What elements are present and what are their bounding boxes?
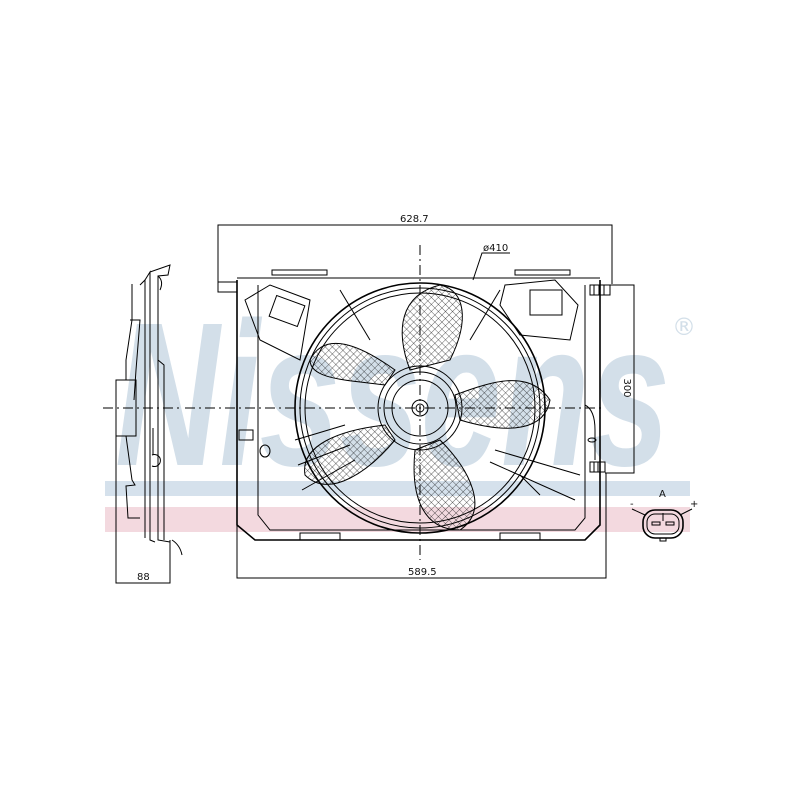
fan-blade bbox=[454, 380, 551, 429]
connector-minus: - bbox=[630, 499, 634, 510]
dimension-fan-diameter: ø410 bbox=[472, 243, 510, 281]
connector-label: A bbox=[659, 489, 666, 500]
dimension-side-depth: 88 bbox=[115, 380, 171, 584]
connector-plus: + bbox=[690, 499, 698, 510]
watermark-stripe-blue bbox=[105, 481, 690, 496]
watermark-stripe-red bbox=[105, 507, 690, 532]
fan-blade bbox=[309, 342, 396, 386]
fan-diameter-label: ø410 bbox=[483, 243, 508, 254]
dimension-side-depth-label: 88 bbox=[137, 572, 150, 583]
dimension-height: 300 bbox=[605, 284, 635, 474]
dimension-overall-width-label: 628.7 bbox=[400, 214, 429, 225]
dimension-bottom-width-label: 589.5 bbox=[408, 567, 437, 578]
watermark: Nissens ® bbox=[105, 280, 696, 532]
watermark-logo: Nissens bbox=[115, 280, 670, 509]
side-view bbox=[103, 264, 183, 556]
dimension-overall-width: 628.7 bbox=[217, 214, 613, 284]
fan-blade bbox=[401, 284, 463, 371]
fan-blade bbox=[413, 439, 476, 531]
dimension-height-label: 300 bbox=[621, 378, 632, 397]
fan bbox=[185, 245, 605, 560]
connector-detail: A - + bbox=[630, 489, 698, 542]
registered-mark: ® bbox=[672, 313, 696, 341]
fan-blade bbox=[304, 424, 396, 485]
